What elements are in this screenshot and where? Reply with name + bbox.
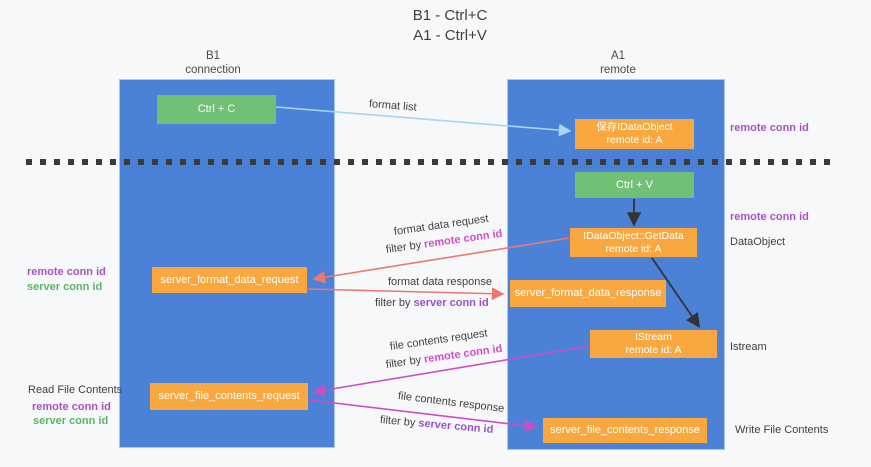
server-file-contents-response-box: server_file_contents_response	[543, 418, 707, 443]
lane-b1-title: B1	[205, 50, 221, 62]
save-idataobject-box: 保存IDataObject remote id: A	[575, 119, 694, 149]
file-response-arrow	[308, 399, 538, 433]
file-request-arrow	[312, 345, 590, 397]
lane-a1-title: A1	[610, 50, 626, 62]
save-idataobject-line1: 保存IDataObject	[596, 121, 673, 133]
format-response-caption: format data response	[388, 276, 492, 288]
ctrl-c-label: Ctrl + C	[197, 103, 236, 115]
right-getdata-remote-conn-id: remote conn id	[730, 211, 809, 223]
lane-a1-subtitle: remote	[600, 63, 636, 76]
server-file-contents-request-label: server_file_contents_request	[158, 390, 300, 402]
ctrl-v-box: Ctrl + V	[575, 172, 694, 198]
server-format-data-response-label: server_format_data_response	[514, 287, 662, 299]
diagram-title-line2: A1 - Ctrl+V	[413, 27, 487, 44]
right-save-remote-conn-id: remote conn id	[730, 122, 809, 134]
istream-line1: IStream	[635, 331, 672, 343]
getdata-line2: remote id: A	[605, 242, 662, 255]
left-file-remote-conn-id: remote conn id	[32, 401, 111, 413]
diagram-title: B1 - Ctrl+C A1 - Ctrl+V	[340, 6, 560, 46]
ctrl-c-box: Ctrl + C	[157, 95, 276, 124]
server-format-data-request-box: server_format_data_request	[152, 267, 307, 293]
lane-b1-subtitle: connection	[185, 63, 241, 76]
format-request-arrow	[312, 237, 570, 284]
dataobject-label: DataObject	[730, 236, 786, 248]
istream-line2: remote id: A	[625, 344, 682, 356]
getdata-to-istream-arrow	[651, 257, 701, 328]
server-format-data-response-box: server_format_data_response	[510, 280, 666, 307]
save-idataobject-line2: remote id: A	[606, 134, 663, 146]
istream-box: IStream remote id: A	[590, 330, 717, 358]
istream-margin-label: Istream	[730, 341, 767, 353]
format-response-arrow	[307, 287, 505, 301]
read-file-contents-label: Read File Contents	[28, 384, 123, 396]
left-file-server-conn-id: server conn id	[33, 415, 109, 427]
format-response-filter-key: server conn id	[413, 297, 489, 309]
left-format-server-conn-id: server conn id	[27, 281, 103, 293]
format-response-filter: filter by server conn id	[375, 297, 489, 309]
server-file-contents-request-box: server_file_contents_request	[150, 383, 308, 410]
write-file-contents-label: Write File Contents	[735, 424, 829, 436]
format-list-arrow	[275, 106, 572, 137]
ctrl-v-label: Ctrl + V	[616, 178, 653, 191]
getdata-line1: IDataObject::GetData	[583, 229, 684, 242]
server-file-contents-response-label: server_file_contents_response	[550, 424, 700, 436]
left-format-remote-conn-id: remote conn id	[27, 266, 106, 278]
lane-header-a1: A1 remote	[558, 50, 678, 77]
server-format-data-request-label: server_format_data_request	[160, 273, 299, 286]
lane-header-b1: B1 connection	[153, 50, 273, 77]
getdata-box: IDataObject::GetData remote id: A	[570, 228, 697, 257]
diagram-title-line1: B1 - Ctrl+C	[412, 7, 488, 24]
